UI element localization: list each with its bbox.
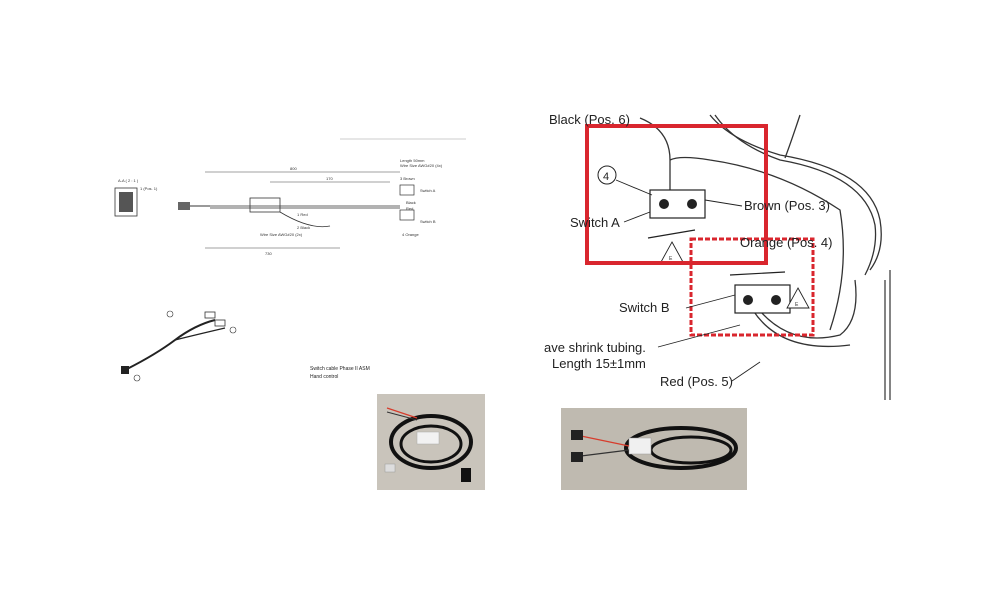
dim-bottom: 730 bbox=[265, 251, 272, 256]
caption-line2: Hand control bbox=[310, 374, 339, 380]
label-black: Black (Pos. 6) bbox=[549, 112, 630, 127]
dim-total: 800 bbox=[290, 166, 297, 171]
label-switch-b: Switch B bbox=[619, 300, 670, 315]
highlight-switch-a bbox=[585, 124, 768, 265]
wire-orange: 4 Orange bbox=[402, 232, 419, 237]
zoomed-schematic: 4 E E Black (Pos. 6) Brown (Pos. 3) Swit… bbox=[544, 112, 891, 400]
technical-drawing: A-A ( 2 : 1 ) 1 (Pos. 1) 800 170 730 Len… bbox=[114, 138, 466, 256]
wire-red: Red bbox=[406, 206, 413, 211]
switch-b-small: Switch B bbox=[420, 219, 436, 224]
caption-line1: Switch cable Phase II ASM bbox=[310, 366, 370, 372]
wire-note: Wire Size AWG#20 (4x) bbox=[400, 163, 443, 168]
label-red: Red (Pos. 5) bbox=[660, 374, 733, 389]
cable-photo-1 bbox=[377, 394, 485, 490]
section-label: A-A ( 2 : 1 ) bbox=[118, 178, 139, 183]
triangle-mark-b: E bbox=[795, 302, 799, 308]
wire-black: Black bbox=[406, 200, 416, 205]
wire-black-left: 2 Black bbox=[297, 225, 310, 230]
label-shrink: ave shrink tubing. bbox=[544, 340, 646, 355]
cable-photo-2 bbox=[561, 408, 747, 490]
label-orange: Orange (Pos. 4) bbox=[740, 235, 833, 250]
wire-note2: Wire Size AWG#20 (2x) bbox=[260, 232, 303, 237]
label-length: Length 15±1mm bbox=[552, 356, 646, 371]
highlight-switch-b bbox=[689, 237, 815, 337]
dim-mid: 170 bbox=[326, 176, 333, 181]
pos1-label: 1 (Pos. 1) bbox=[140, 186, 158, 191]
cable-sketch bbox=[121, 310, 237, 382]
switch-a-small: Switch A bbox=[420, 188, 436, 193]
label-switch-a: Switch A bbox=[570, 215, 620, 230]
length-note: Length 50mm bbox=[400, 158, 425, 163]
triangle-mark-a: E bbox=[669, 256, 673, 262]
label-brown: Brown (Pos. 3) bbox=[744, 198, 830, 213]
wire-red-left: 1 Red bbox=[297, 212, 308, 217]
wire-brown: 3 Brown bbox=[400, 176, 415, 181]
pos-marker: 4 bbox=[603, 171, 609, 183]
